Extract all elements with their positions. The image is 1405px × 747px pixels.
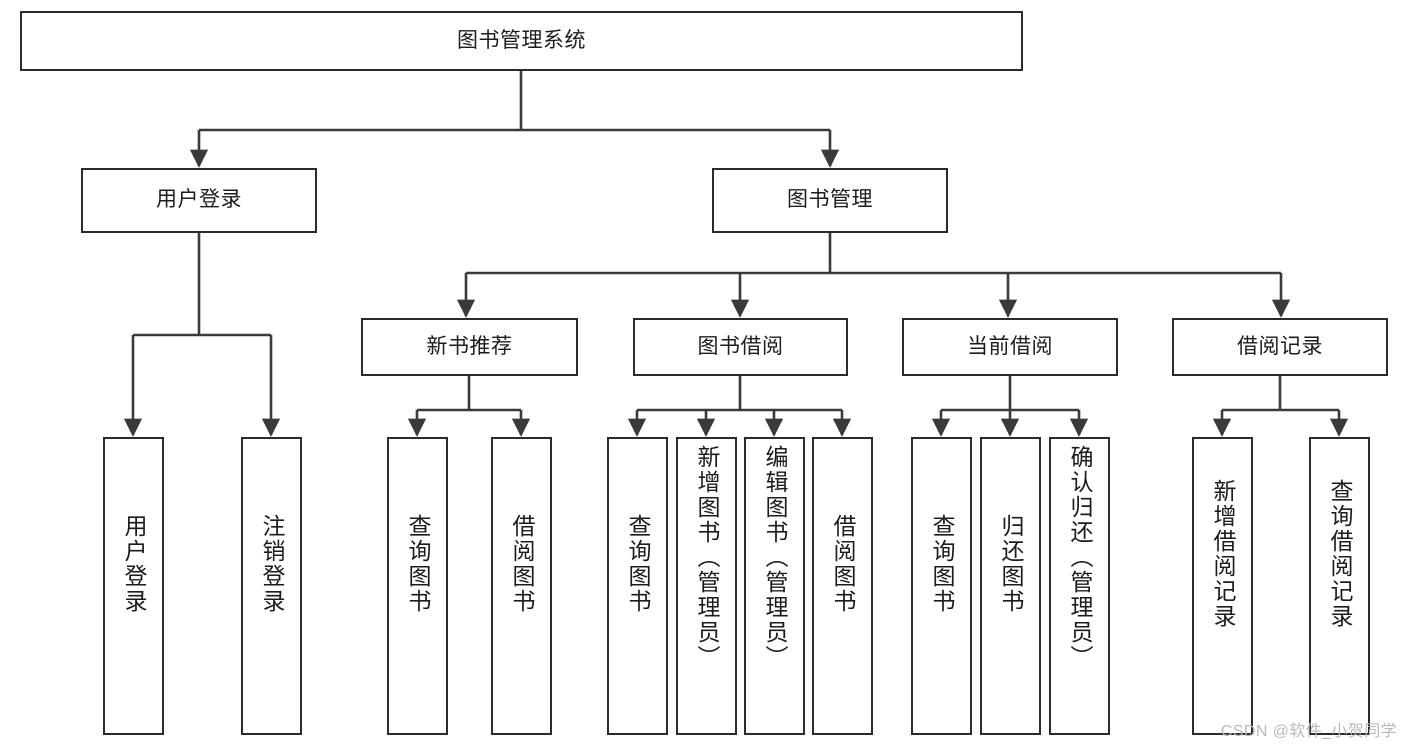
node-leaf-rec-search-label: 查询借阅记录 bbox=[1327, 479, 1353, 629]
node-leaf-rec-add-label: 新增借阅记录 bbox=[1210, 479, 1236, 629]
node-book-manage-label: 图书管理 bbox=[787, 188, 873, 212]
node-leaf-user-logout-label: 注销登录 bbox=[259, 514, 285, 614]
node-leaf-borrow-query[interactable]: 查询图书 bbox=[607, 437, 668, 735]
node-leaf-rec-borrow-label: 借阅图书 bbox=[509, 514, 535, 614]
node-leaf-user-login[interactable]: 用户登录 bbox=[103, 437, 164, 735]
watermark-text: CSDN @软件_小贺同学 bbox=[1220, 723, 1397, 740]
node-leaf-cur-confirm[interactable]: 确认归还（管理员） bbox=[1049, 437, 1110, 735]
node-leaf-borrow-lend-label: 借阅图书 bbox=[830, 514, 856, 614]
node-leaf-cur-return[interactable]: 归还图书 bbox=[980, 437, 1041, 735]
node-leaf-cur-confirm-label: 确认归还（管理员） bbox=[1067, 445, 1093, 670]
node-leaf-cur-query[interactable]: 查询图书 bbox=[911, 437, 972, 735]
node-leaf-user-login-label: 用户登录 bbox=[121, 514, 147, 614]
node-leaf-user-logout[interactable]: 注销登录 bbox=[241, 437, 302, 735]
node-book-borrow-label: 图书借阅 bbox=[697, 334, 784, 358]
node-leaf-cur-query-label: 查询图书 bbox=[929, 514, 955, 614]
node-book-manage[interactable]: 图书管理 bbox=[712, 168, 948, 233]
node-root-label: 图书管理系统 bbox=[457, 28, 586, 52]
node-leaf-borrow-edit[interactable]: 编辑图书（管理员） bbox=[744, 437, 805, 735]
node-new-book-rec[interactable]: 新书推荐 bbox=[361, 318, 578, 376]
node-leaf-borrow-query-label: 查询图书 bbox=[625, 514, 651, 614]
node-borrow-record[interactable]: 借阅记录 bbox=[1172, 318, 1388, 376]
node-leaf-borrow-add-label: 新增图书（管理员） bbox=[694, 445, 720, 670]
node-user-login[interactable]: 用户登录 bbox=[81, 168, 317, 233]
node-new-book-rec-label: 新书推荐 bbox=[426, 334, 513, 358]
node-leaf-rec-query-label: 查询图书 bbox=[405, 514, 431, 614]
node-leaf-borrow-add[interactable]: 新增图书（管理员） bbox=[676, 437, 737, 735]
node-user-login-label: 用户登录 bbox=[156, 188, 242, 212]
node-leaf-rec-add[interactable]: 新增借阅记录 bbox=[1192, 437, 1253, 735]
node-book-borrow[interactable]: 图书借阅 bbox=[633, 318, 848, 376]
node-leaf-rec-query[interactable]: 查询图书 bbox=[387, 437, 448, 735]
node-leaf-rec-borrow[interactable]: 借阅图书 bbox=[491, 437, 552, 735]
node-leaf-cur-return-label: 归还图书 bbox=[998, 514, 1024, 614]
node-current-borrow[interactable]: 当前借阅 bbox=[902, 318, 1118, 376]
node-leaf-borrow-edit-label: 编辑图书（管理员） bbox=[762, 445, 788, 670]
node-root[interactable]: 图书管理系统 bbox=[20, 11, 1023, 71]
node-leaf-rec-search[interactable]: 查询借阅记录 bbox=[1309, 437, 1370, 735]
node-borrow-record-label: 借阅记录 bbox=[1237, 334, 1323, 358]
node-current-borrow-label: 当前借阅 bbox=[967, 334, 1053, 358]
node-leaf-borrow-lend[interactable]: 借阅图书 bbox=[812, 437, 873, 735]
